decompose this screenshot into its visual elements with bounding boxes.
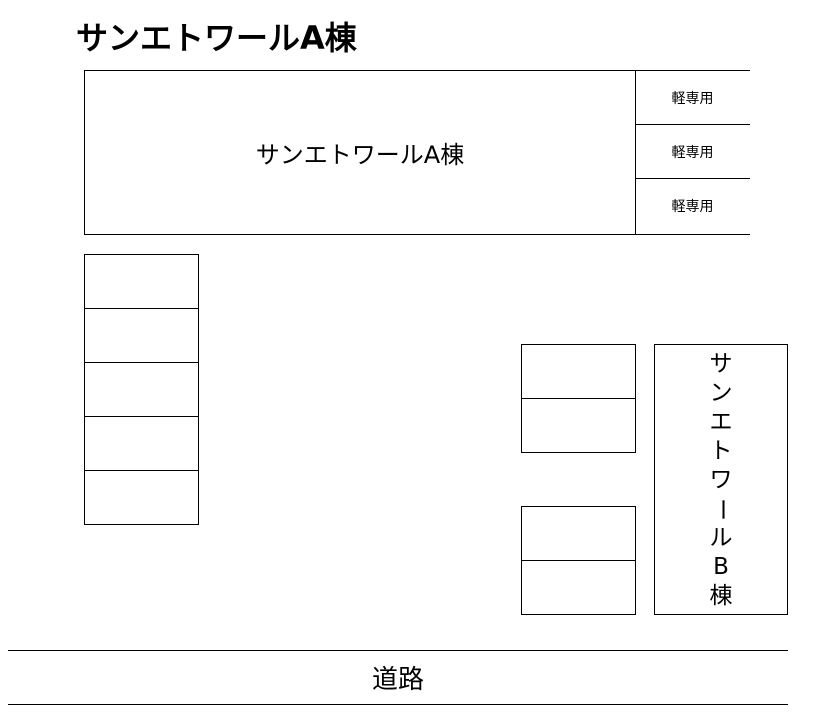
- building-b-label-char: ト: [709, 438, 733, 464]
- building-b: [654, 344, 788, 615]
- building-b-label-char: 棟: [709, 583, 733, 609]
- building-a: [84, 70, 636, 235]
- building-b-label-char: エ: [709, 409, 733, 435]
- parking-space-right-4: [521, 560, 636, 615]
- parking-space-left-3: [84, 362, 199, 417]
- parking-space-right-3: [521, 506, 636, 561]
- parking-space-right-2: [521, 398, 636, 453]
- building-b-label-char: ー: [708, 498, 735, 521]
- building-b-label-char: ン: [709, 380, 733, 406]
- parking-space-left-2: [84, 308, 199, 363]
- parking-space-left-5: [84, 470, 199, 525]
- parking-space-right-1: [521, 344, 636, 399]
- kei-parking-space-3: 軽専用: [635, 178, 750, 233]
- building-b-label-char: サ: [709, 351, 733, 377]
- road-top-edge: [8, 650, 788, 651]
- parking-space-left-4: [84, 416, 199, 471]
- building-b-label-char: B: [713, 554, 729, 580]
- building-a-label: サンエトワールA棟: [255, 141, 465, 169]
- parking-space-left-1: [84, 254, 199, 309]
- page-title: サンエトワールA棟: [76, 19, 357, 57]
- kei-parking-bottom-line: [635, 234, 750, 235]
- building-b-label-char: ワ: [709, 467, 733, 493]
- kei-parking-space-1: 軽専用: [635, 70, 750, 125]
- road-bottom-edge: [8, 704, 788, 705]
- kei-parking-space-2: 軽専用: [635, 124, 750, 179]
- building-b-label-char: ル: [709, 525, 733, 551]
- building-b-label: サ ン エ ト ワ ー ル B 棟: [654, 350, 788, 611]
- road-label: 道路: [371, 665, 424, 695]
